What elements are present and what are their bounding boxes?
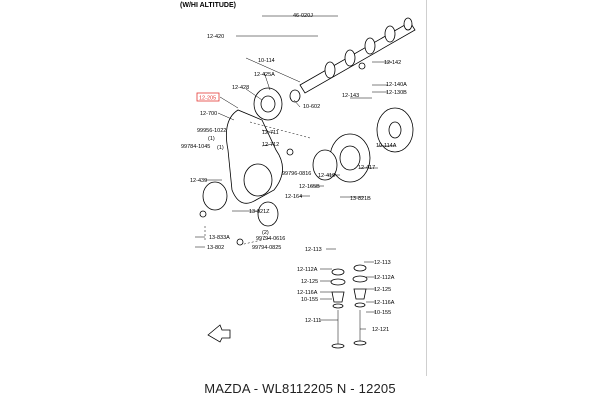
callout-12-112A-right: 12-112A xyxy=(374,275,395,281)
footer-bar: MAZDA - WL8112205 N - 12205 xyxy=(0,376,600,400)
callout-12-130B: 12-130B xyxy=(386,90,407,96)
callout-12-142: 12-142 xyxy=(384,60,401,66)
callout-12-116A-right: 12-116A xyxy=(374,300,395,306)
bolt-part[interactable] xyxy=(236,238,244,246)
parts-diagram-svg: 46-020J 12-420 10-114 12-425A 12-428 12-… xyxy=(181,13,416,349)
callout-12-425A: 12-425A xyxy=(254,72,275,78)
callout-12-700: 12-700 xyxy=(200,111,217,117)
callout-12-419: 12-419 xyxy=(318,173,335,179)
callout-12-164: 12-164 xyxy=(285,194,302,200)
callout-12-116A-left: 12-116A xyxy=(297,290,318,296)
timing-belt-part[interactable] xyxy=(225,109,283,204)
part-number-caption: MAZDA - WL8112205 N - 12205 xyxy=(204,380,396,396)
callout-99794-0616: 99794-0616 xyxy=(256,236,285,242)
callout-qty-2: (2) xyxy=(262,230,269,236)
highlight-box xyxy=(196,92,220,102)
callout-99796-0816: 99796-0816 xyxy=(282,171,311,177)
exploded-diagram: 46-020J 12-420 10-114 12-425A 12-428 12-… xyxy=(176,0,427,376)
callout-12-420: 12-420 xyxy=(207,34,224,40)
front-direction-arrow-icon xyxy=(207,324,231,343)
callout-12-143: 12-143 xyxy=(342,93,359,99)
callout-12-711: 12-711 xyxy=(262,130,279,136)
callout-13-821B: 13-821B xyxy=(350,196,371,202)
callout-12-712: 12-712 xyxy=(262,142,279,148)
callout-10-602: 10-602 xyxy=(303,104,320,110)
callout-12-428: 12-428 xyxy=(232,85,249,91)
bolt-part[interactable] xyxy=(286,148,294,156)
callout-13-833A: 13-833A xyxy=(209,235,230,241)
idler-pulley-part[interactable] xyxy=(243,163,273,197)
callout-12-113-left: 12-113 xyxy=(305,247,322,253)
spacer-ring-part[interactable] xyxy=(312,149,338,181)
bolt-part[interactable] xyxy=(199,210,207,218)
callout-12-205-highlighted: 12-205 xyxy=(199,96,216,102)
small-pulley-part[interactable] xyxy=(257,201,279,227)
callout-46-020J: 46-020J xyxy=(293,13,313,19)
diagram-header: (W/HI ALTITUDE) xyxy=(180,2,236,9)
sprocket-part[interactable] xyxy=(376,107,414,153)
callout-99784-1045: 99784-1045 xyxy=(181,144,210,150)
callout-13-802: 13-802 xyxy=(207,245,224,251)
callout-12-121: 12-121 xyxy=(372,327,389,333)
oil-seal-part[interactable] xyxy=(289,89,301,103)
callout-10-114A: 10-114A xyxy=(376,143,397,149)
callout-12-417: 12-417 xyxy=(358,165,375,171)
exhaust-valve-assembly[interactable] xyxy=(352,264,368,346)
callout-10-155-right: 10-155 xyxy=(374,310,391,316)
callout-labels: 46-020J 12-420 10-114 12-425A 12-428 12-… xyxy=(181,13,407,333)
callout-12-125-left: 12-125 xyxy=(301,279,318,285)
callout-10-155-left: 10-155 xyxy=(301,297,318,303)
tensioner-part[interactable] xyxy=(202,181,228,211)
callout-12-439: 12-439 xyxy=(190,178,207,184)
cam-pulley-part[interactable] xyxy=(253,87,283,121)
callout-12-113-right: 12-113 xyxy=(374,260,391,266)
callout-12-112A-left: 12-112A xyxy=(297,267,318,273)
camshaft-part[interactable] xyxy=(299,17,416,94)
callout-12-125-right: 12-125 xyxy=(374,287,391,293)
callout-12-165B: 12-165B xyxy=(299,184,320,190)
leader-lines xyxy=(195,15,396,330)
intake-valve-assembly[interactable] xyxy=(330,268,346,349)
callout-12-111: 12-111 xyxy=(305,318,321,324)
callout-13-821Z: 13-821Z xyxy=(249,209,270,215)
callout-12-140A: 12-140A xyxy=(386,82,407,88)
dashed-reference-lines xyxy=(204,121,311,246)
callout-qty-1b: (1) xyxy=(217,145,224,151)
callout-99794-0825: 99794-0825 xyxy=(252,245,281,251)
callout-qty-1a: (1) xyxy=(208,136,215,142)
callout-10-114: 10-114 xyxy=(258,58,275,64)
callout-99956-1022: 99956-1022 xyxy=(197,128,226,134)
bolt-part[interactable] xyxy=(358,62,366,70)
